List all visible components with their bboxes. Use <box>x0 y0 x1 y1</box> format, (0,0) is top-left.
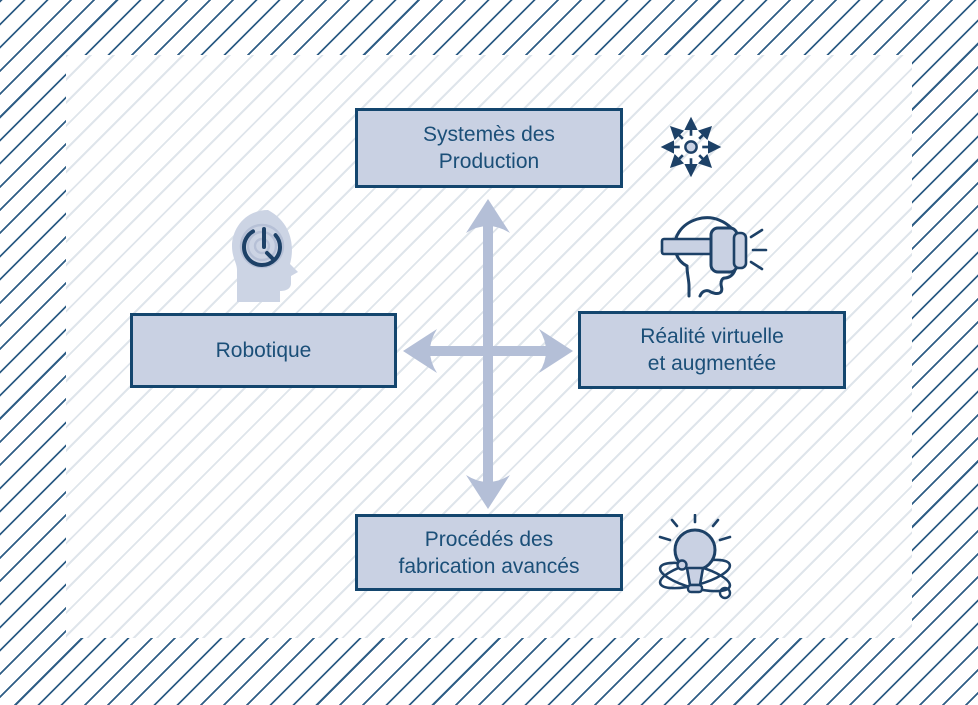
diagram-box-robotics: Robotique <box>130 313 397 388</box>
diagram-box-label: Procédés des fabrication avancés <box>398 527 580 578</box>
diagram-box-label: Réalité virtuelle et augmentée <box>640 325 784 375</box>
expand-arrows-icon <box>660 116 722 178</box>
diagram-box-label: Systemès des Production <box>423 123 555 173</box>
diagram-box-label: Robotique <box>215 339 312 362</box>
diagram-box-advanced-manufacturing: Procédés des fabrication avancés <box>355 514 623 591</box>
vr-headset-icon <box>660 216 768 298</box>
diagram-box-virtual-augmented-reality: Réalité virtuelle et augmentée <box>578 311 846 389</box>
innovation-bulb-icon <box>658 514 732 600</box>
diagram-box-production-systems: Systemès des Production <box>355 108 623 188</box>
ai-head-icon <box>232 210 298 302</box>
